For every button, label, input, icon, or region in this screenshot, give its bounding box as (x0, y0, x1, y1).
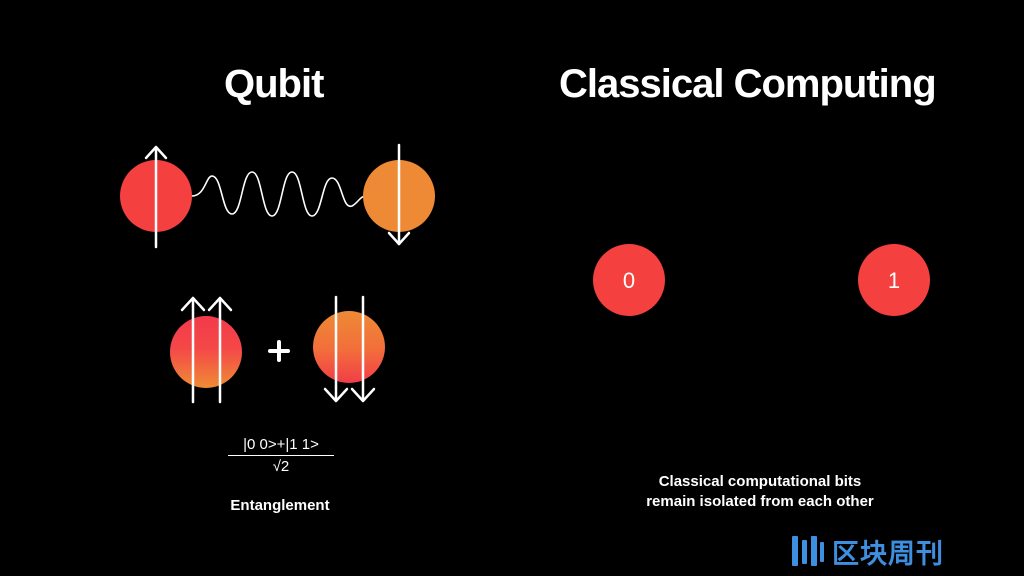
spin-up-particle (120, 145, 192, 249)
qubit-title: Qubit (224, 62, 324, 106)
bit-label-0: 0 (623, 268, 635, 293)
classical-computing-title: Classical Computing (559, 62, 937, 106)
classical-bit-1: 1 (858, 244, 930, 316)
gradient-particle-circle (170, 316, 242, 388)
formula-numerator: |0 0>+|1 1> (228, 436, 334, 456)
entanglement-wave (191, 171, 367, 217)
classical-bit-0: 0 (593, 244, 665, 316)
gradient-particle-circle (313, 311, 385, 383)
spin-down-particle (363, 143, 435, 246)
bit-circle (858, 244, 930, 316)
down-down-particle (313, 295, 385, 403)
entanglement-formula: |0 0>+|1 1> √2 (228, 436, 334, 475)
up-up-particle (170, 296, 242, 404)
classical-caption-line-1: Classical computational bits (658, 473, 862, 490)
watermark-logo: 区块周刊 (790, 532, 944, 570)
bit-label-1: 1 (888, 268, 900, 293)
bit-circle (593, 244, 665, 316)
classical-caption: Classical computational bits remain isol… (610, 472, 910, 512)
entanglement-caption: Entanglement (230, 497, 330, 514)
logo-mark-icon (792, 536, 824, 566)
arrow-down-head (387, 231, 411, 246)
formula-denominator: √2 (272, 458, 290, 475)
classical-caption-line-2: remain isolated from each other (646, 493, 874, 510)
plus-icon (268, 340, 290, 362)
arrow-up-head (144, 145, 168, 160)
watermark-text: 区块周刊 (832, 538, 944, 570)
